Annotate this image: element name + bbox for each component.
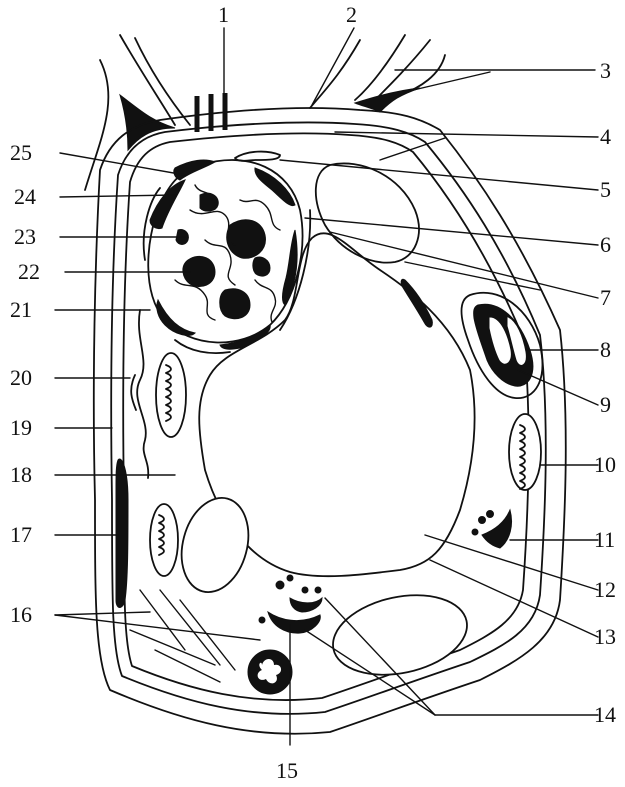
chloroplast [462, 293, 543, 398]
small-vacuole-left [172, 490, 259, 599]
label-1: 1 [218, 2, 229, 27]
label-15: 15 [276, 758, 298, 783]
label-11: 11 [594, 527, 615, 552]
rough-er [116, 459, 128, 607]
mitochondrion-left-bottom [150, 504, 178, 576]
er-top-5 [235, 152, 280, 161]
mitochondrion-left-top [156, 353, 186, 437]
golgi-small-11 [472, 510, 512, 548]
label-13: 13 [594, 624, 616, 649]
er-segment [401, 279, 432, 327]
label-12: 12 [594, 577, 616, 602]
label-19: 19 [10, 415, 32, 440]
small-vacuole-right-bottom [326, 584, 475, 687]
label-10: 10 [594, 452, 616, 477]
label-3: 3 [600, 58, 611, 83]
label-4: 4 [600, 124, 611, 149]
label-23: 23 [14, 224, 36, 249]
smooth-er-inner [131, 375, 136, 410]
crystal-body [248, 650, 292, 694]
smooth-er [137, 310, 148, 478]
label-17: 17 [10, 522, 32, 547]
label-22: 22 [18, 259, 40, 284]
label-18: 18 [10, 462, 32, 487]
mitochondrion-10 [509, 414, 541, 490]
label-8: 8 [600, 337, 611, 362]
microfilaments [130, 590, 235, 682]
label-7: 7 [600, 285, 611, 310]
label-16: 16 [10, 602, 32, 627]
label-9: 9 [600, 392, 611, 417]
number-labels: 1 2 3 4 5 6 7 8 9 10 11 12 13 14 15 16 1… [10, 2, 616, 783]
label-6: 6 [600, 232, 611, 257]
label-24: 24 [14, 184, 36, 209]
golgi-apparatus [259, 575, 322, 633]
label-20: 20 [10, 365, 32, 390]
label-14: 14 [594, 702, 616, 727]
nucleus [144, 160, 311, 353]
vacuole-top [316, 163, 419, 262]
label-21: 21 [10, 297, 32, 322]
label-2: 2 [346, 2, 357, 27]
label-5: 5 [600, 177, 611, 202]
label-25: 25 [10, 140, 32, 165]
